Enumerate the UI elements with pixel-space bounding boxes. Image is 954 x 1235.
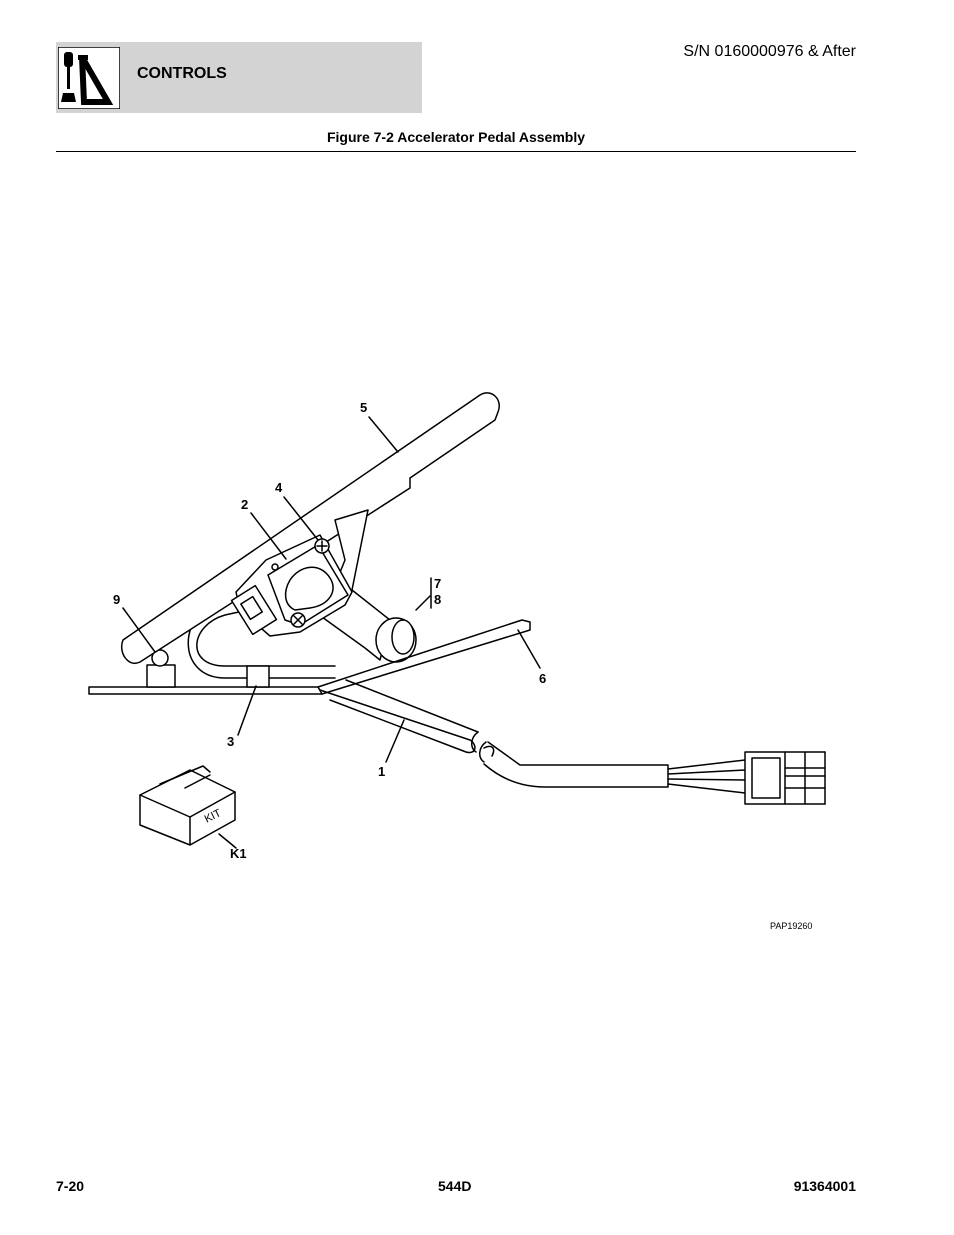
cable-clip xyxy=(246,665,270,688)
connector-wires xyxy=(667,759,746,794)
page-number: 7-20 xyxy=(56,1178,85,1194)
cable-break xyxy=(471,731,487,763)
callout-5: 5 xyxy=(360,400,368,415)
callout-4: 4 xyxy=(275,480,283,495)
base-plate xyxy=(88,686,323,695)
pedal-arm xyxy=(121,392,500,665)
kit-box xyxy=(139,769,236,818)
header-rule xyxy=(56,151,856,152)
callout-8: 8 xyxy=(434,592,442,607)
serial-number: S/N 0160000976 & After xyxy=(683,43,856,60)
figure-id: PAP19260 xyxy=(770,921,813,931)
sensor-window xyxy=(284,566,334,611)
callout-2: 2 xyxy=(241,497,249,512)
harness-cable xyxy=(319,679,479,754)
callout-k1: K1 xyxy=(230,846,247,861)
joystick-controls-icon xyxy=(58,47,120,109)
stop-rod xyxy=(317,619,531,695)
section-title: CONTROLS xyxy=(137,65,227,82)
figure-title: Figure 7-2 Accelerator Pedal Assembly xyxy=(326,129,586,145)
model-number: 544D xyxy=(438,1178,472,1194)
kit-label: KIT xyxy=(203,807,224,825)
callout-7: 7 xyxy=(434,576,442,591)
callout-1: 1 xyxy=(378,764,386,779)
harness-cable-end xyxy=(483,741,669,788)
callout-6: 6 xyxy=(539,671,547,686)
pivot-bracket xyxy=(146,664,176,688)
document-number: 91364001 xyxy=(793,1178,856,1194)
callout-9: 9 xyxy=(113,592,121,607)
callout-3: 3 xyxy=(227,734,235,749)
